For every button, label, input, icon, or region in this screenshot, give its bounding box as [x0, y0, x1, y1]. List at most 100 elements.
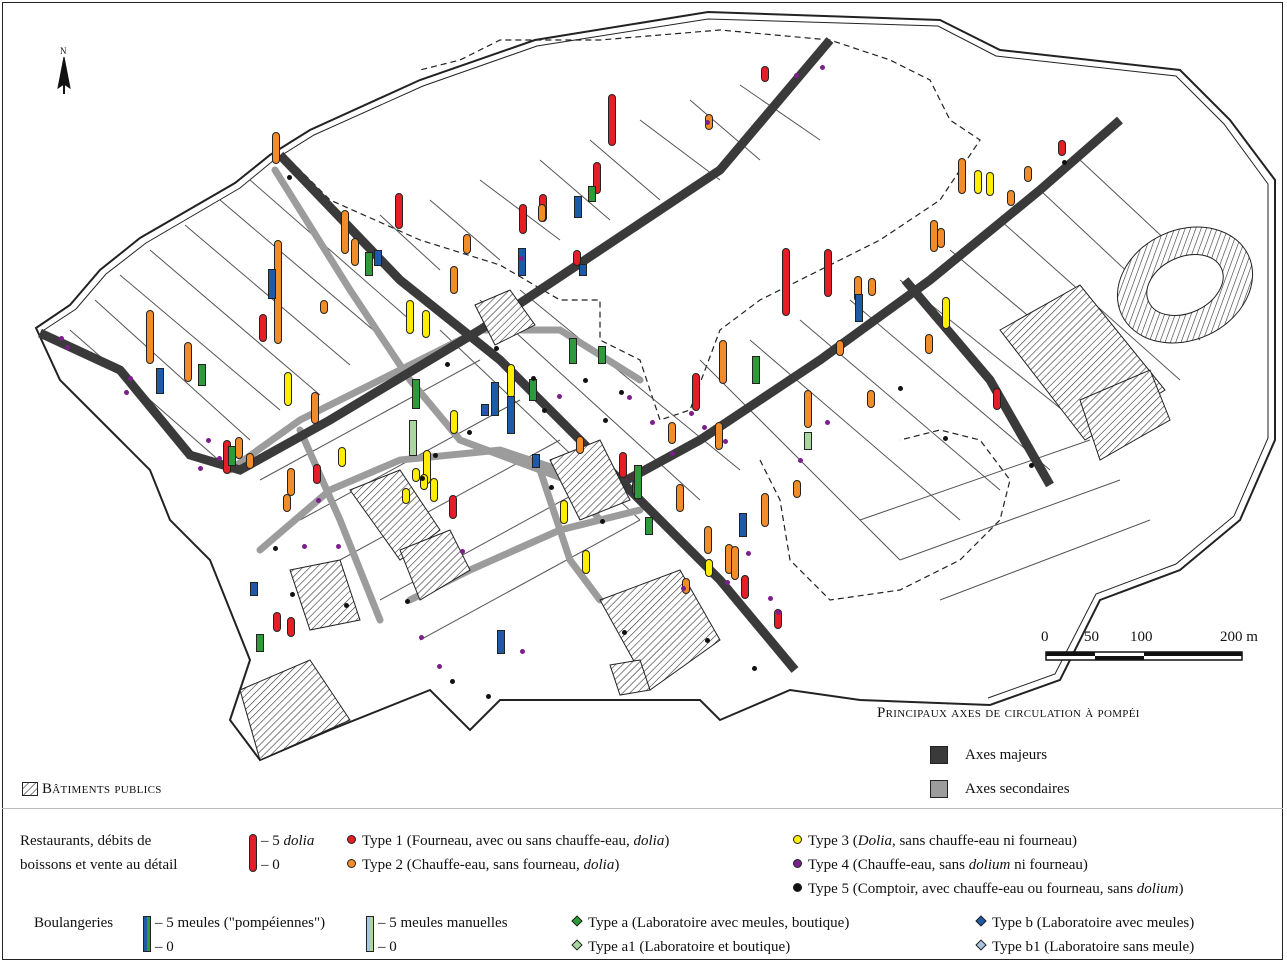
restaurant-type-dot-icon	[347, 835, 356, 844]
bakery-type-diamond-icon	[975, 915, 987, 927]
bakery-marker	[579, 264, 587, 276]
restaurants-label-line2: boissons et vente au détail	[20, 857, 178, 873]
restaurant-marker	[235, 437, 243, 459]
site-dot	[776, 610, 781, 615]
major-axes-swatch	[930, 746, 948, 764]
restaurant-marker	[761, 493, 769, 527]
restaurant-marker	[715, 422, 723, 450]
site-dot	[419, 635, 424, 640]
site-dot	[794, 73, 799, 78]
restaurant-marker	[782, 248, 790, 316]
bakery-type-diamond-icon	[571, 915, 583, 927]
restaurant-marker	[942, 297, 950, 329]
restaurant-marker	[463, 234, 471, 254]
restaurant-marker	[311, 392, 319, 424]
restaurant-marker	[593, 162, 601, 194]
site-dot	[798, 458, 803, 463]
bakery-marker	[529, 379, 537, 401]
restaurant-marker	[719, 340, 727, 384]
site-dot	[273, 546, 278, 551]
restaurant-marker	[692, 373, 700, 411]
site-dot	[198, 466, 203, 471]
legend-divider	[2, 808, 1283, 809]
restaurant-type-5: Type 5 (Comptoir, avec chauffe-eau ou fo…	[793, 880, 1183, 898]
mills-prism-icon	[143, 916, 151, 952]
restaurant-marker	[582, 550, 590, 574]
unexcavated-boundary	[289, 29, 1011, 601]
public-buildings-swatch	[22, 782, 38, 796]
restaurant-marker	[867, 390, 875, 408]
city-wall	[34, 10, 1276, 762]
restaurant-marker	[338, 447, 346, 467]
scale-tick-200: 200 m	[1220, 629, 1258, 645]
site-dot	[943, 436, 948, 441]
restaurant-type-dot-icon	[793, 883, 802, 892]
restaurant-marker	[430, 478, 438, 502]
restaurant-marker	[986, 172, 994, 196]
bakery-marker	[256, 634, 264, 652]
site-dot	[59, 336, 64, 341]
site-dot	[420, 476, 425, 481]
scale-tick-0: 0	[1041, 629, 1049, 645]
restaurant-marker	[836, 340, 844, 356]
restaurant-size-max: – 5 dolia	[261, 833, 315, 849]
restaurant-marker	[412, 468, 420, 482]
restaurant-type-2: Type 2 (Chauffe-eau, sans fourneau, doli…	[347, 856, 619, 874]
bakery-type-1: Type a (Laboratoire avec meules, boutiqu…	[571, 914, 849, 932]
scale-tick-50: 50	[1084, 629, 1099, 645]
bakery-marker	[588, 186, 596, 202]
site-dot	[650, 420, 655, 425]
restaurant-marker	[573, 250, 581, 266]
site-dot	[290, 592, 295, 597]
restaurant-marker	[704, 526, 712, 554]
restaurant-marker	[246, 453, 254, 469]
site-dot	[549, 485, 554, 490]
site-dot	[450, 679, 455, 684]
site-dot	[542, 408, 547, 413]
restaurant-marker	[313, 464, 321, 484]
restaurant-marker	[395, 193, 403, 229]
restaurant-marker	[272, 132, 280, 164]
restaurant-size-min: – 0	[261, 857, 280, 873]
bakeries-label: Boulangeries	[34, 915, 114, 931]
restaurant-marker	[824, 249, 832, 297]
bakery-marker	[752, 356, 760, 384]
bakery-marker	[497, 630, 505, 654]
restaurant-type-1: Type 1 (Fourneau, avec ou sans chauffe-e…	[347, 832, 669, 850]
restaurant-marker	[422, 310, 430, 338]
bakery-type-diamond-icon	[975, 939, 987, 951]
bakery-marker	[491, 382, 499, 416]
site-dot	[460, 549, 465, 554]
site-dot	[467, 430, 472, 435]
major-axes-label: Axes majeurs	[965, 747, 1048, 763]
restaurant-marker	[287, 468, 295, 496]
restaurant-marker	[705, 559, 713, 577]
public-buildings-label: Bâtiments publics	[42, 781, 162, 797]
restaurant-marker	[1007, 190, 1015, 206]
north-label: N	[60, 46, 67, 56]
restaurant-marker	[804, 390, 812, 428]
site-dot	[898, 386, 903, 391]
restaurant-marker	[146, 310, 154, 364]
bakery-marker	[228, 446, 236, 466]
restaurant-marker	[560, 500, 568, 524]
site-dot	[316, 498, 321, 503]
restaurant-marker	[507, 364, 515, 398]
site-dot	[405, 599, 410, 604]
restaurant-marker	[937, 228, 945, 248]
site-dot	[603, 418, 608, 423]
restaurant-marker	[420, 474, 428, 490]
restaurant-marker	[287, 617, 295, 637]
restaurant-marker	[993, 388, 1001, 410]
bakery-marker	[804, 432, 812, 450]
site-dot	[622, 630, 627, 635]
restaurant-marker	[731, 546, 739, 580]
site-dot	[531, 376, 536, 381]
restaurant-marker	[761, 66, 769, 82]
site-dot	[619, 390, 624, 395]
restaurant-marker	[341, 210, 349, 254]
site-dot	[670, 451, 675, 456]
bakery-marker	[481, 404, 489, 416]
restaurant-marker	[741, 575, 749, 599]
bakery-type-4: Type b1 (Laboratoire sans meule)	[975, 938, 1194, 956]
